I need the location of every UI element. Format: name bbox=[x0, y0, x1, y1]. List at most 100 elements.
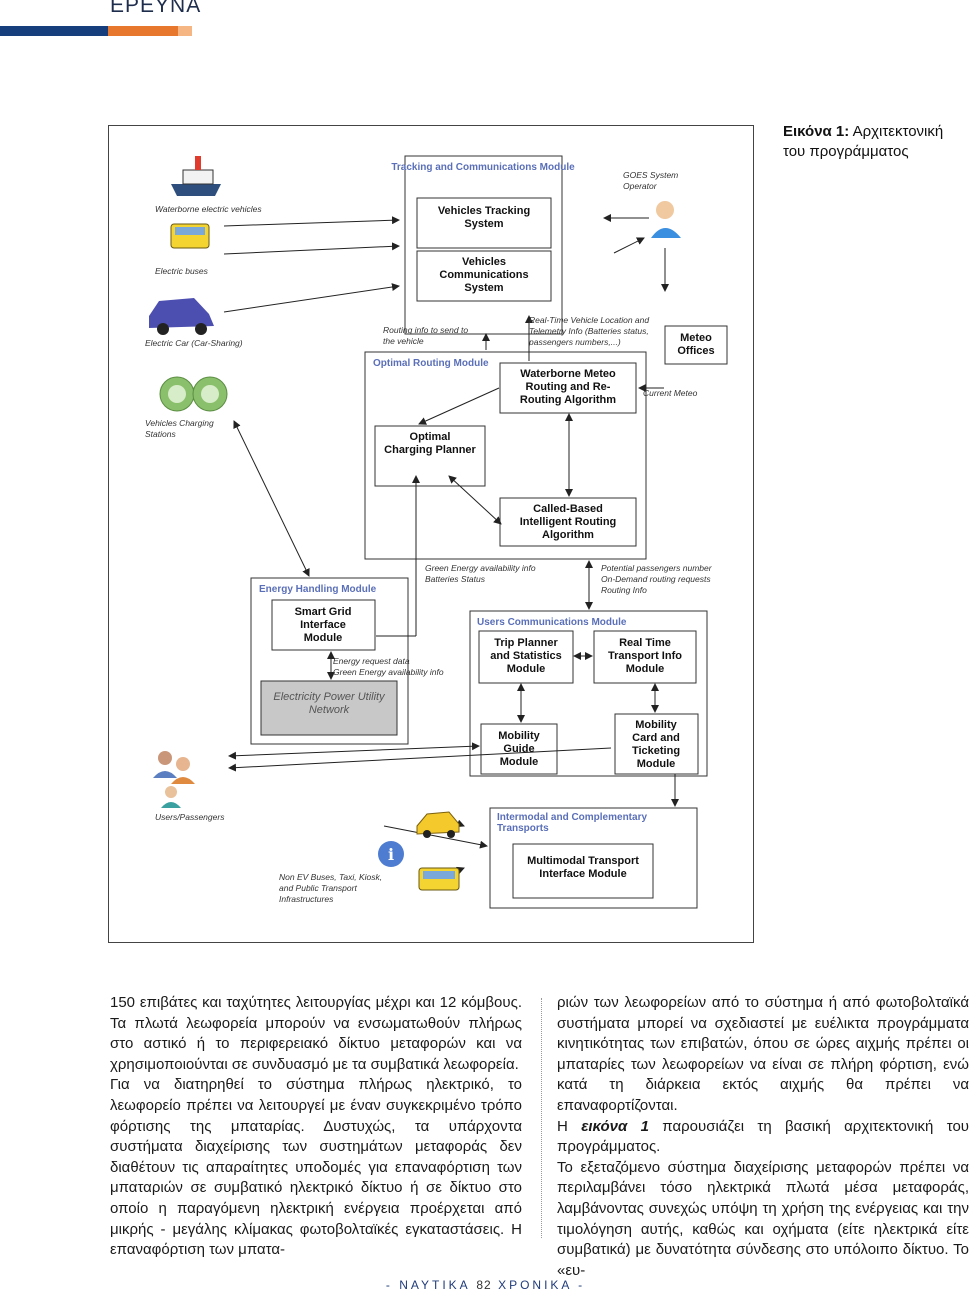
mobility-card-label-2: Card and bbox=[632, 732, 680, 744]
charging-stations-label-1: Vehicles Charging bbox=[145, 418, 214, 428]
mobility-card-label-1: Mobility bbox=[635, 719, 677, 731]
trip-planner-label-1: Trip Planner bbox=[494, 637, 558, 649]
vehicles-comm-label-2: Communications bbox=[439, 269, 528, 281]
col2-paragraph-1: ριών των λεωφορείων από το σύστημα ή από… bbox=[557, 994, 969, 1114]
column-separator bbox=[541, 998, 542, 1238]
waterborne-label: Waterborne electric vehicles bbox=[155, 204, 262, 214]
energy-module-title: Energy Handling Module bbox=[259, 584, 377, 595]
energy-request-label-2: Green Energy availability info bbox=[333, 667, 444, 677]
multimodal-label-2: Interface Module bbox=[539, 868, 626, 880]
architecture-diagram: i Tracking and Communications Module Opt… bbox=[145, 155, 728, 909]
tracking-module-box bbox=[404, 155, 563, 335]
potential-label-2: On-Demand routing requests bbox=[601, 574, 711, 584]
mobility-guide-box bbox=[480, 723, 558, 775]
car-icon bbox=[149, 298, 214, 335]
electric-car-label: Electric Car (Car-Sharing) bbox=[145, 338, 243, 348]
article-column-2: ριών των λεωφορείων από το σύστημα ή από… bbox=[557, 993, 969, 1281]
optimal-routing-title: Optimal Routing Module bbox=[373, 358, 489, 369]
real-time-label-2: Transport Info bbox=[608, 650, 682, 662]
realtime-label-1: Real-Time Vehicle Location and bbox=[529, 315, 649, 325]
section-title: ΕΡΕΥΝΑ bbox=[110, 0, 202, 17]
col2-p2-emphasis: εικόνα 1 bbox=[581, 1117, 649, 1135]
smart-grid-box bbox=[271, 599, 376, 651]
goes-label-2: Operator bbox=[623, 181, 658, 191]
caption-text: Αρχιτεκτονική του προγράμματος bbox=[783, 123, 944, 160]
called-based-label-3: Algorithm bbox=[542, 529, 594, 541]
green-energy-label-2: Batteries Status bbox=[425, 574, 486, 584]
mobility-guide-label-3: Module bbox=[500, 756, 539, 768]
trip-planner-label-2: and Statistics bbox=[490, 650, 562, 662]
vehicles-tracking-label-1: Vehicles Tracking bbox=[438, 205, 530, 217]
green-energy-label-1: Green Energy availability info bbox=[425, 563, 536, 573]
called-based-label-2: Intelligent Routing bbox=[520, 516, 617, 528]
page-footer: - ΝΑΥΤΙΚΑ 82 ΧΡΟΝΙΚΑ - bbox=[0, 1278, 971, 1292]
footer-left: - ΝΑΥΤΙΚΑ bbox=[385, 1278, 471, 1292]
header-bar-orange bbox=[108, 26, 178, 36]
electric-buses-label: Electric buses bbox=[155, 266, 209, 276]
operator-icon bbox=[651, 201, 681, 238]
charging-planner-box bbox=[374, 425, 486, 487]
col2-p2-after: παρουσιάζει τη βασική αρχιτεκτονική του … bbox=[557, 1117, 969, 1156]
charging-planner-label-2: Charging Planner bbox=[384, 444, 476, 456]
vehicles-comm-box bbox=[416, 250, 552, 302]
col2-paragraph-3: Το εξεταζόμενο σύστημα διαχείρισης μεταφ… bbox=[557, 1158, 969, 1279]
figure-caption: Εικόνα 1: Αρχιτεκτονική του προγράμματος bbox=[783, 122, 963, 162]
mobility-card-label-4: Module bbox=[637, 758, 676, 770]
tracking-module-title: Tracking and Communications Module bbox=[391, 162, 575, 173]
public-bus-icon bbox=[418, 867, 460, 891]
power-utility-label-1: Electricity Power Utility bbox=[273, 691, 386, 703]
smart-grid-label-3: Module bbox=[304, 632, 343, 644]
intermodal-title-1: Intermodal and Complementary bbox=[497, 812, 647, 823]
mobility-guide-label-2: Guide bbox=[503, 743, 534, 755]
power-utility-label-2: Network bbox=[309, 704, 350, 716]
waterborne-algo-label-2: Routing and Re- bbox=[526, 381, 611, 393]
multimodal-label-1: Multimodal Transport bbox=[527, 855, 639, 867]
multimodal-interface-box bbox=[512, 843, 654, 899]
vehicles-comm-label-3: System bbox=[464, 282, 503, 294]
routing-info-label-1: Routing info to send to bbox=[383, 325, 468, 335]
meteo-box bbox=[664, 325, 728, 365]
non-ev-label-1: Non EV Buses, Taxi, Kiosk, bbox=[279, 872, 382, 882]
col1-paragraph-2: Για να διατηρηθεί το σύστημα πλήρως ηλεκ… bbox=[110, 1076, 522, 1259]
page-number: 82 bbox=[476, 1278, 492, 1292]
real-time-label-1: Real Time bbox=[619, 637, 671, 649]
footer-right: ΧΡΟΝΙΚΑ - bbox=[498, 1278, 586, 1292]
info-icon: i bbox=[378, 841, 404, 867]
routing-info-label-2: the vehicle bbox=[383, 336, 424, 346]
energy-request-label-1: Energy request data bbox=[333, 656, 410, 666]
non-ev-label-2: and Public Transport bbox=[279, 883, 357, 893]
smart-grid-label-1: Smart Grid bbox=[295, 606, 352, 618]
vehicles-comm-label-1: Vehicles bbox=[462, 256, 506, 268]
mobility-card-label-3: Ticketing bbox=[632, 745, 680, 757]
vehicles-tracking-label-2: System bbox=[464, 218, 503, 230]
bus-icon bbox=[170, 223, 210, 249]
svg-text:i: i bbox=[388, 845, 394, 864]
users-comm-module-box bbox=[469, 610, 708, 777]
intermodal-module-box bbox=[489, 807, 698, 909]
charging-planner-label-1: Optimal bbox=[410, 431, 451, 443]
real-time-transport-box bbox=[593, 630, 697, 684]
current-meteo-label: Current Meteo bbox=[643, 388, 698, 398]
passengers-icon bbox=[153, 751, 195, 808]
power-utility-box bbox=[260, 680, 398, 736]
caption-label: Εικόνα 1: bbox=[783, 123, 850, 140]
goes-label-1: GOES System bbox=[623, 170, 678, 180]
mobility-card-box bbox=[614, 713, 699, 775]
real-time-label-3: Module bbox=[626, 663, 665, 675]
realtime-label-2: Telemetry Info (Batteries status, bbox=[529, 326, 649, 336]
taxi-icon bbox=[416, 811, 460, 838]
ship-icon bbox=[171, 156, 221, 196]
realtime-label-3: passengers numbers,...) bbox=[528, 337, 621, 347]
col2-p2-before: Η bbox=[557, 1117, 582, 1135]
trip-planner-label-3: Module bbox=[507, 663, 546, 675]
col1-paragraph-1: 150 επιβάτες και ταχύτητες λειτουργίας μ… bbox=[110, 994, 522, 1073]
architecture-figure: i Tracking and Communications Module Opt… bbox=[108, 125, 754, 943]
meteo-label-1: Meteo bbox=[680, 332, 712, 344]
waterborne-algo-label-1: Waterborne Meteo bbox=[520, 368, 616, 380]
waterborne-algo-label-3: Routing Algorithm bbox=[520, 394, 616, 406]
header-bar-light bbox=[178, 26, 192, 36]
optimal-routing-module-box bbox=[364, 351, 647, 560]
mobility-guide-label-1: Mobility bbox=[498, 730, 540, 742]
potential-label-3: Routing Info bbox=[601, 585, 647, 595]
non-ev-label-3: Infrastructures bbox=[279, 894, 334, 904]
